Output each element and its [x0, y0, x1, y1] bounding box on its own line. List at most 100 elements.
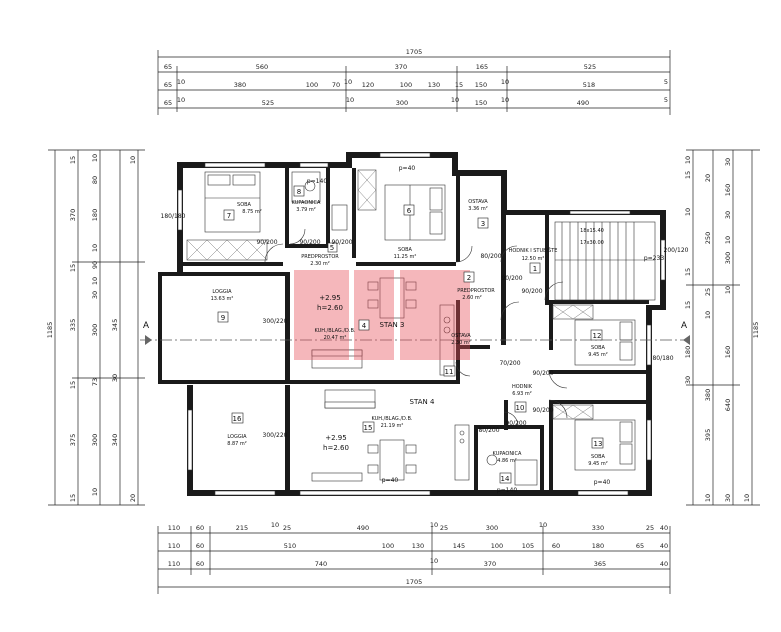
room-number-4: 4 [362, 322, 367, 330]
dim-b1-8: 300 [486, 524, 498, 532]
dim-b2-4: 130 [412, 542, 424, 550]
dim-t2-10: 150 [475, 81, 487, 89]
room-name-7: SOBA [237, 202, 252, 208]
room-number-11: 11 [445, 368, 454, 376]
dim-li-2: 180 [91, 209, 99, 221]
room-name-12: SOBA [591, 345, 606, 351]
dim-t2-3: 100 [306, 81, 318, 89]
sofas [311, 349, 376, 482]
dim-li-1: 80 [91, 176, 99, 184]
beds [204, 171, 636, 471]
door-label: 90/200 [331, 239, 352, 246]
dim-right-total: 1185 [752, 322, 760, 339]
dim-r-2: 30 [724, 211, 732, 219]
level-elev-stan4: +2.95 [325, 434, 346, 442]
dim-t3-7: 10 [501, 96, 509, 104]
unit-label-stan4: STAN 4 [410, 398, 435, 406]
watermark-logo [294, 270, 470, 360]
dim-li-10: 73 [91, 378, 99, 386]
room-area-5: 2.30 m² [310, 261, 330, 267]
room-number-15: 15 [364, 424, 373, 432]
dim-ri-9: 180 [684, 346, 692, 358]
dim-t2-2: 380 [234, 81, 246, 89]
windows [177, 152, 666, 496]
dim-t2-9: 15 [455, 81, 463, 89]
room-area-14: 4.86 m² [497, 458, 517, 464]
room-number-8: 8 [297, 188, 301, 196]
door-label: 80/200 [480, 253, 501, 260]
door-label: 90/200 [532, 407, 553, 414]
dim-r-0: 30 [724, 158, 732, 166]
dim-l-3: 335 [69, 319, 77, 331]
dim-ri-10: 30 [684, 376, 692, 384]
dim-r-10: 640 [724, 399, 732, 411]
dim-r-8: 380 [704, 389, 712, 401]
dim-ri-8: 10 [704, 311, 712, 319]
door-labels: 90/200 90/200 90/200 80/200 90/200 90/20… [161, 165, 689, 494]
dim-b1-3: 10 [271, 521, 279, 529]
room-name-3: OSTAVA [468, 199, 488, 205]
room-name-11: OSTAVA [451, 333, 471, 339]
room-area-4: 20.47 m² [324, 335, 347, 341]
dim-ri-4: 250 [704, 232, 712, 244]
room-area-10: 6.93 m² [512, 391, 532, 397]
dim-t1-2: 370 [395, 63, 407, 71]
dim-t2-4: 70 [332, 81, 340, 89]
section-mark-left: A [143, 320, 149, 330]
level-height-stan4: h=2.60 [323, 444, 349, 452]
dim-r-11: 10 [704, 494, 712, 502]
dim-li-12: 340 [111, 434, 119, 446]
room-number-9: 9 [221, 314, 225, 322]
dim-li-4: 90 [91, 261, 99, 269]
room-area-11: 2.30 m² [451, 340, 471, 346]
bottom-dimensions: 110 60 215 10 25 490 10 25 300 10 330 25… [157, 521, 671, 594]
door-label: 80/200 [478, 427, 499, 434]
room-number-5: 5 [330, 244, 334, 252]
room-name-9: LOGGIA [212, 289, 232, 295]
dim-bottom-total: 1705 [406, 578, 423, 586]
dim-l-1: 370 [69, 209, 77, 221]
dim-b2-11: 40 [660, 542, 668, 550]
room-labels: 7 SOBA 8.75 m² 8 KUPAONICA 3.79 m² 5 PRE… [211, 185, 608, 484]
dim-top-total: 1705 [406, 48, 423, 56]
section-mark-right: A [681, 320, 687, 330]
room-number-14: 14 [501, 475, 510, 483]
room-area-16: 8.87 m² [227, 441, 247, 447]
dim-r-1: 160 [724, 184, 732, 196]
door-label: p=140 [497, 487, 517, 494]
dim-t3-1: 10 [177, 96, 185, 104]
dim-b3-2: 740 [315, 560, 327, 568]
room-area-15: 21.19 m² [381, 423, 404, 429]
room-name-10: HODNIK [512, 384, 533, 390]
door-label: 90/200 [521, 288, 542, 295]
dim-li-3: 10 [91, 244, 99, 252]
room-area-1: 12.50 m² [522, 256, 545, 262]
dim-b2-6: 100 [491, 542, 503, 550]
room-number-13: 13 [594, 440, 603, 448]
dim-b3-4: 370 [484, 560, 496, 568]
door-label: p=140 [307, 178, 327, 185]
dim-r-5: 10 [724, 286, 732, 294]
dim-li-7: 300 [91, 324, 99, 336]
room-name-2: PREDPROSTOR [457, 288, 495, 294]
dim-b1-4: 25 [283, 524, 291, 532]
door-label: 90/200 [501, 275, 522, 282]
room-area-9: 13.63 m² [211, 296, 234, 302]
dim-t3-3: 10 [346, 96, 354, 104]
dim-li-14: 20 [129, 494, 137, 502]
dim-t2-12: 518 [583, 81, 595, 89]
room-area-3: 3.36 m² [468, 206, 488, 212]
dim-b2-10: 65 [636, 542, 644, 550]
dim-b1-6: 10 [430, 521, 438, 529]
dim-b2-7: 105 [522, 542, 534, 550]
room-number-2: 2 [467, 274, 471, 282]
level-elev-stan3: +2.95 [319, 294, 340, 302]
dim-t2-11: 10 [501, 78, 509, 86]
fixtures [291, 171, 538, 486]
stairs-tread: 17x30.00 [580, 240, 604, 246]
door-label: 200/120 [664, 247, 689, 254]
dim-b1-0: 110 [168, 524, 180, 532]
room-area-13: 9.45 m² [588, 461, 608, 467]
room-number-16: 16 [233, 415, 242, 423]
